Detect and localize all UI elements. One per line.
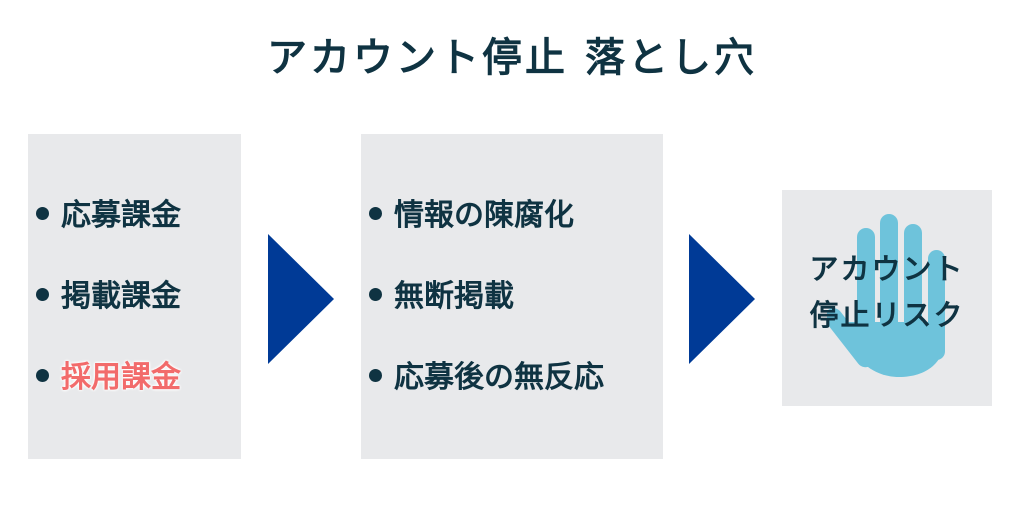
list-item: 応募後の無反応 [369, 358, 604, 398]
list-item: 無断掲載 [369, 277, 514, 317]
item-text: 応募課金 [61, 198, 181, 233]
risk-label-line1: アカウント [809, 252, 965, 286]
item-text: 掲載課金 [61, 279, 181, 314]
bullet-icon [369, 369, 382, 382]
arrow-right-icon [689, 234, 755, 364]
item-text: 情報の陳腐化 [394, 198, 574, 233]
bullet-icon [369, 288, 382, 301]
list-item: 応募課金 [36, 196, 181, 236]
diagram-title: アカウント停止 落とし穴 [267, 35, 757, 81]
risk-label: アカウント 停止リスク [782, 246, 992, 338]
bullet-icon [36, 369, 49, 382]
risk-label-line2: 停止リスク [809, 298, 965, 332]
bullet-icon [36, 207, 49, 220]
bullet-icon [369, 207, 382, 220]
stop-hand-icon [827, 214, 945, 377]
item-text: 無断掲載 [394, 279, 514, 314]
result-box: アカウント 停止リスク [782, 190, 992, 406]
bullet-icon [36, 288, 49, 301]
item-text: 応募後の無反応 [394, 360, 604, 395]
list-item: 掲載課金 [36, 277, 181, 317]
list-item: 情報の陳腐化 [369, 196, 574, 236]
billing-types-box: 応募課金 掲載課金 採用課金 [28, 134, 241, 459]
arrow-right-icon [268, 234, 334, 364]
list-item: 採用課金 [36, 358, 181, 398]
item-text-highlighted: 採用課金 [61, 360, 181, 395]
pitfalls-box: 情報の陳腐化 無断掲載 応募後の無反応 [361, 134, 663, 459]
